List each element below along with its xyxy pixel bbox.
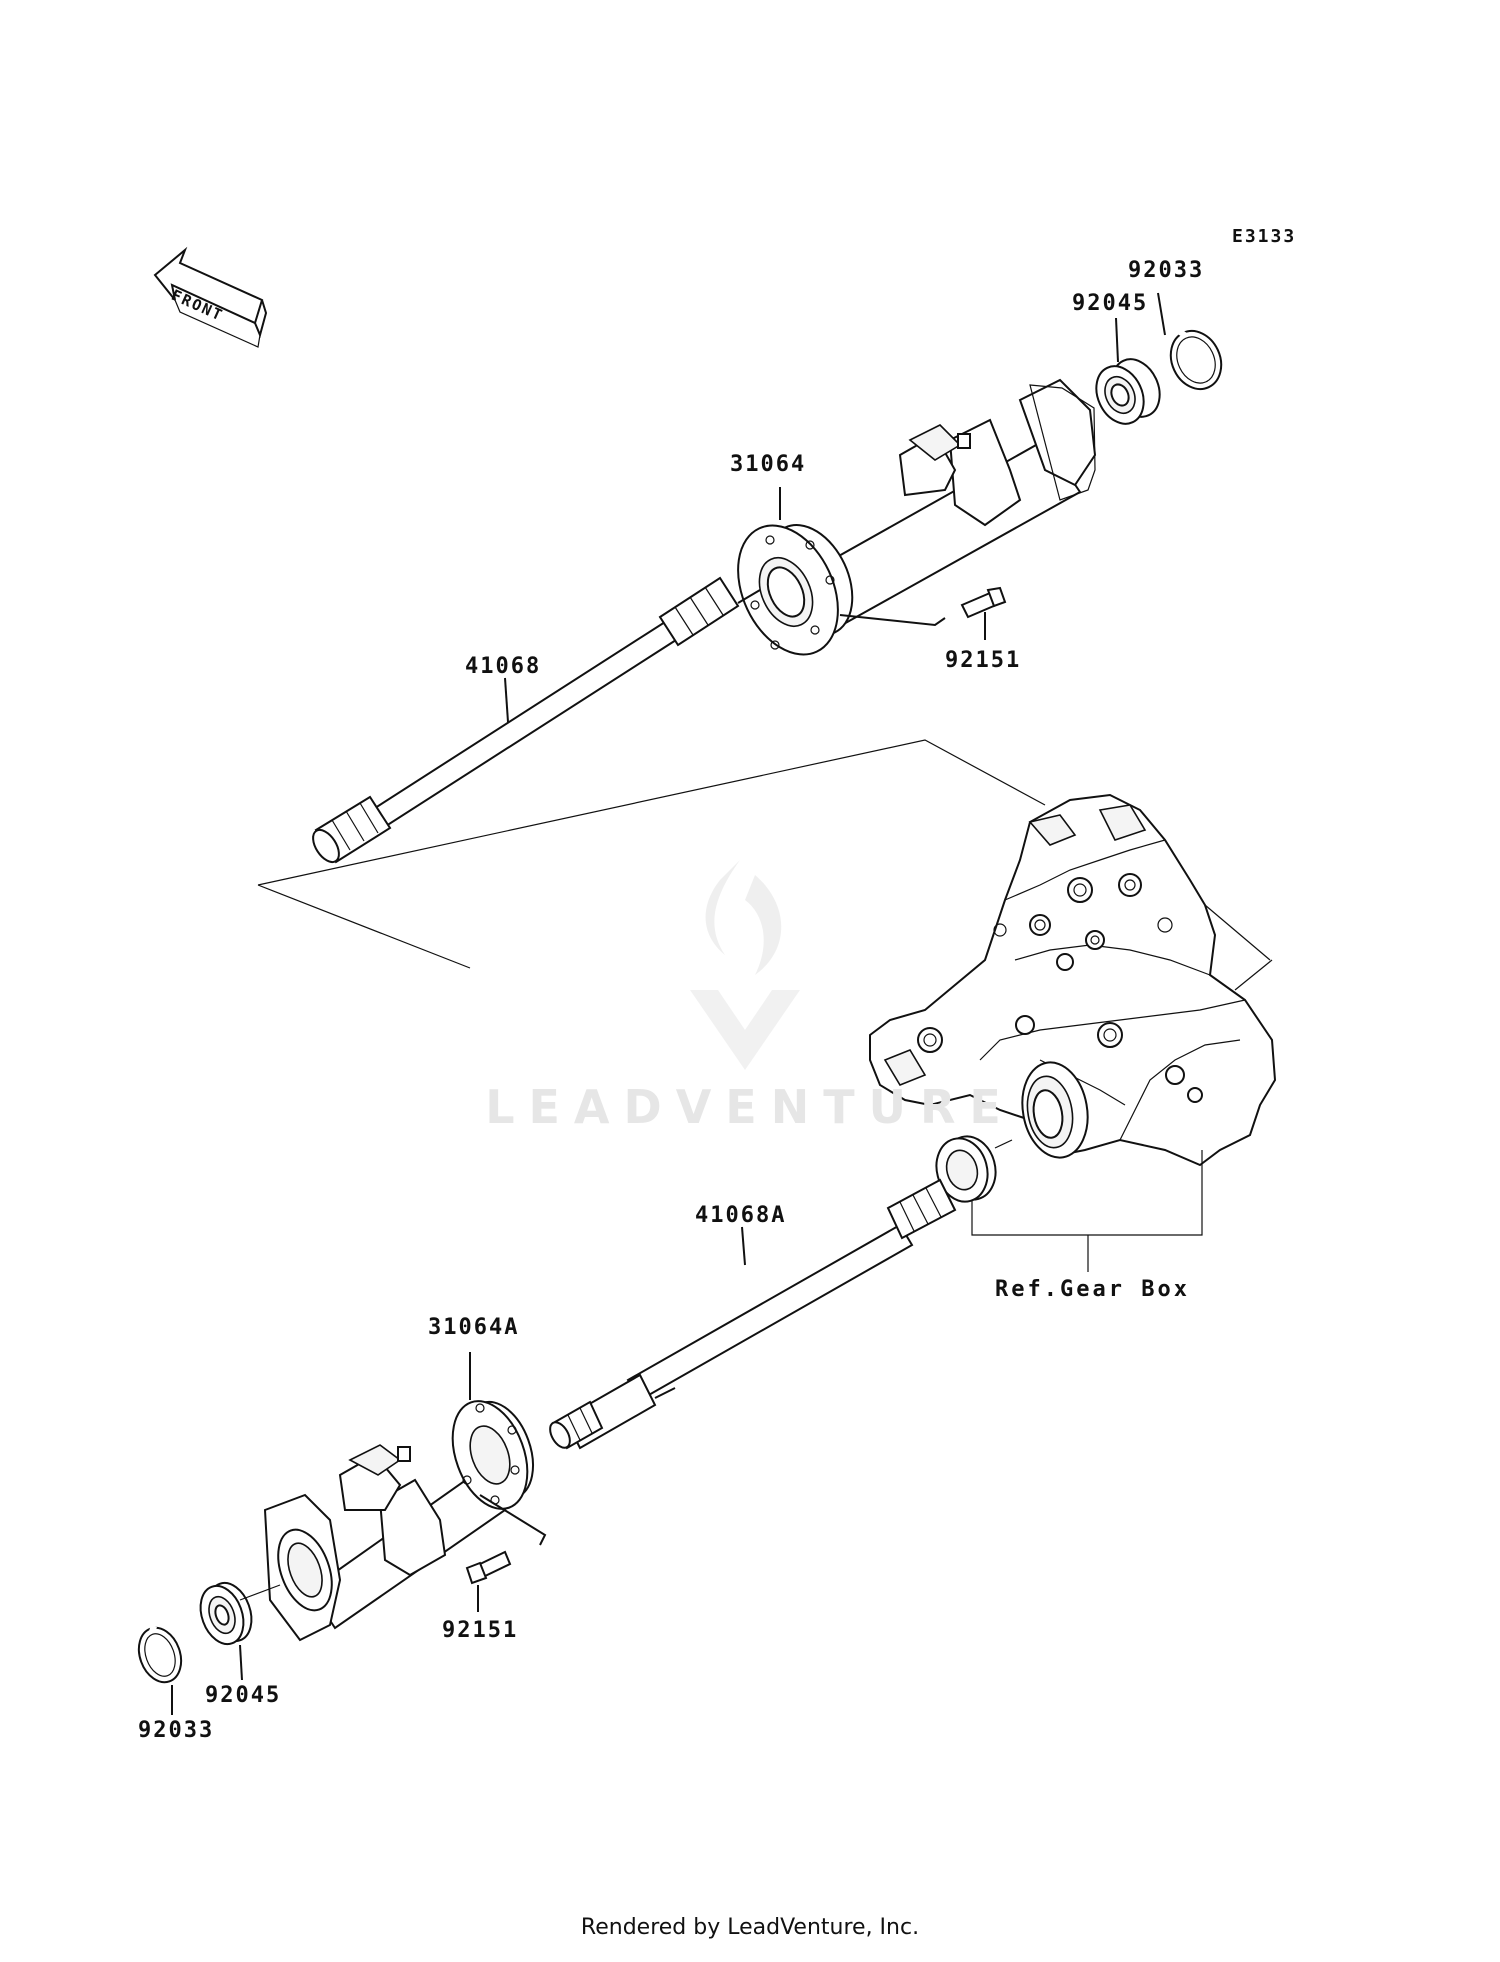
axle-housing-top: [737, 378, 1097, 656]
retaining-ring-top: [1169, 329, 1223, 391]
watermark-logo: [690, 860, 800, 1070]
part-label-31064A[interactable]: 31064A: [428, 1315, 520, 1340]
part-label-92045-bottom[interactable]: 92045: [205, 1683, 282, 1708]
bolt-top: [960, 586, 1007, 619]
part-label-92045-top[interactable]: 92045: [1072, 291, 1149, 316]
ref-gear-box-label[interactable]: Ref.Gear Box: [995, 1277, 1190, 1302]
bearing-bottom: [199, 1581, 253, 1646]
oil-seal: [935, 1135, 997, 1203]
part-label-92151-top[interactable]: 92151: [945, 648, 1022, 673]
part-label-92033-bottom[interactable]: 92033: [138, 1718, 215, 1743]
part-label-92033-top[interactable]: 92033: [1128, 258, 1205, 283]
retaining-ring-bottom: [137, 1625, 183, 1684]
part-label-41068[interactable]: 41068: [465, 654, 542, 679]
part-label-41068A[interactable]: 41068A: [695, 1203, 787, 1228]
front-arrow-icon: [153, 246, 268, 348]
axle-shaft-bottom: [549, 1178, 957, 1450]
footer-credit: Rendered by LeadVenture, Inc.: [580, 1915, 920, 1940]
axle-shaft-top: [312, 576, 740, 864]
bolt-bottom: [465, 1550, 512, 1585]
part-label-31064[interactable]: 31064: [730, 452, 807, 477]
bearing-top: [1095, 358, 1161, 425]
diagram-code: E3133: [1232, 226, 1297, 247]
axle-housing-bottom: [263, 1400, 534, 1642]
gear-box: [869, 793, 1277, 1167]
part-label-92151-bottom[interactable]: 92151: [442, 1618, 519, 1643]
watermark-text: LEADVENTURE: [485, 1080, 1015, 1134]
